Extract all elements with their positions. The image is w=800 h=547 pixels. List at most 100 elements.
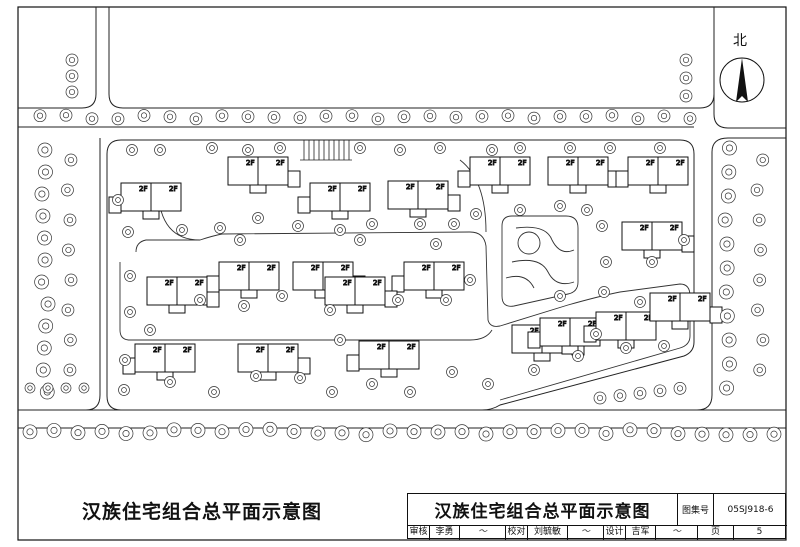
tree xyxy=(78,382,90,394)
tree xyxy=(40,296,56,312)
tree xyxy=(238,422,254,437)
tree xyxy=(36,340,52,356)
tree xyxy=(397,110,411,124)
tree xyxy=(118,426,134,441)
tree xyxy=(60,382,72,394)
tree xyxy=(598,286,610,298)
tree xyxy=(250,370,262,382)
floor-label: 2F xyxy=(646,159,654,167)
floor-label: 2F xyxy=(422,264,430,272)
tree xyxy=(242,144,254,156)
tree xyxy=(719,380,734,396)
tree xyxy=(326,386,338,398)
tree xyxy=(718,284,734,300)
tree xyxy=(234,234,246,246)
tree xyxy=(590,328,602,340)
tree xyxy=(718,427,734,443)
tree xyxy=(194,294,206,306)
tree xyxy=(414,218,426,230)
tree xyxy=(752,213,766,227)
tree xyxy=(620,342,632,354)
tree xyxy=(63,363,77,377)
tree xyxy=(448,218,460,230)
tree xyxy=(190,422,206,438)
floor-label: 2F xyxy=(588,320,596,328)
tree xyxy=(679,71,693,85)
designer-name: 吉军 xyxy=(626,526,656,540)
tree xyxy=(406,424,422,439)
tree xyxy=(717,212,733,228)
tree xyxy=(754,243,767,257)
tree xyxy=(334,425,350,441)
tree xyxy=(154,144,166,156)
tree xyxy=(720,308,735,324)
tree xyxy=(634,296,646,308)
house-unit: 2F 2F xyxy=(346,340,420,378)
tree xyxy=(657,109,671,123)
tree xyxy=(46,423,62,438)
tree xyxy=(722,356,737,372)
tree xyxy=(550,423,566,438)
tree xyxy=(683,112,697,125)
tree xyxy=(286,424,302,439)
design-label: 设计 xyxy=(604,526,626,540)
floor-label: 2F xyxy=(343,279,351,287)
tree xyxy=(478,426,494,442)
floor-label: 2F xyxy=(407,343,415,351)
tree xyxy=(404,386,416,398)
tree xyxy=(37,142,53,158)
site-boundary xyxy=(106,139,695,411)
floor-label: 2F xyxy=(596,159,604,167)
atlas-number: 05SJ918-6 xyxy=(714,494,787,526)
tree xyxy=(64,153,78,167)
atlas-label: 图集号 xyxy=(678,494,714,526)
tree xyxy=(382,423,398,439)
tree xyxy=(122,226,134,238)
tree xyxy=(475,109,489,123)
tree xyxy=(206,142,218,154)
north-label: 北 xyxy=(733,33,747,49)
tree xyxy=(137,109,151,122)
tree xyxy=(430,238,442,250)
tree xyxy=(670,426,686,441)
floor-label: 2F xyxy=(518,159,526,167)
tree xyxy=(596,220,608,232)
title-block-atlas: 图集号 05SJ918-6 xyxy=(678,494,787,526)
tree xyxy=(598,426,614,441)
tree xyxy=(166,422,182,438)
tree xyxy=(124,270,136,282)
floor-label: 2F xyxy=(488,159,496,167)
tree xyxy=(564,142,576,154)
tree xyxy=(430,424,446,440)
tree xyxy=(622,422,638,438)
house-unit: 2F 2F xyxy=(547,156,621,194)
tree xyxy=(679,53,693,67)
tree xyxy=(324,304,336,316)
internal-road-south xyxy=(119,262,493,341)
tree xyxy=(501,109,515,122)
tree xyxy=(658,340,670,352)
floor-label: 2F xyxy=(169,185,177,193)
tree xyxy=(434,142,446,154)
tree xyxy=(42,382,54,394)
tree xyxy=(526,424,542,439)
tree xyxy=(293,111,307,125)
tree xyxy=(354,234,366,246)
tree xyxy=(319,109,333,123)
floor-label: 2F xyxy=(377,343,385,351)
tree xyxy=(394,144,406,156)
tree xyxy=(528,364,540,376)
tree xyxy=(366,218,378,230)
tree xyxy=(719,236,735,252)
tree xyxy=(65,53,79,67)
tree xyxy=(310,425,326,441)
tree xyxy=(719,260,735,276)
title-block-title: 汉族住宅组合总平面示意图 xyxy=(408,494,678,526)
tree xyxy=(446,366,458,378)
floor-label: 2F xyxy=(566,159,574,167)
tree xyxy=(654,142,666,154)
